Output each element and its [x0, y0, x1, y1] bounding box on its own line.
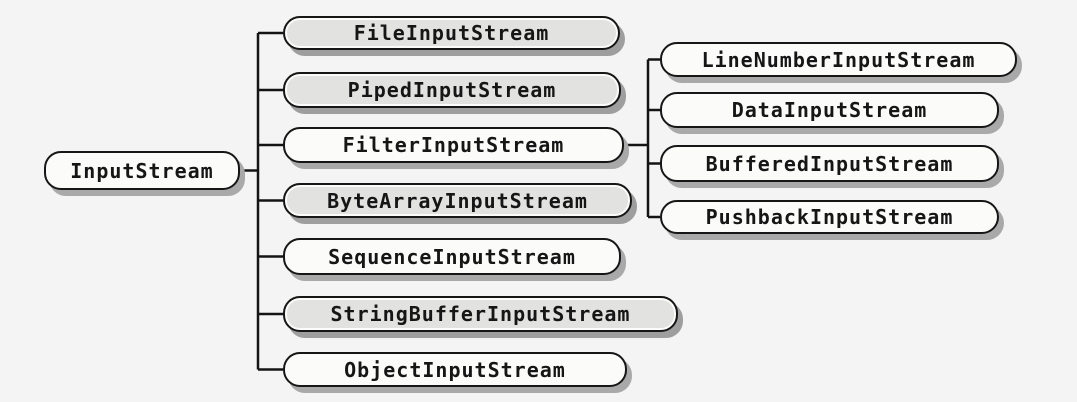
- node-label: InputStream: [70, 158, 214, 183]
- node-label: ByteArrayInputStream: [327, 188, 588, 213]
- node-pushbackinputstream: PushbackInputStream: [660, 200, 999, 234]
- node-filterinputstream: FilterInputStream: [283, 127, 624, 163]
- node-linenumberinputstream: LineNumberInputStream: [660, 42, 1017, 77]
- node-label: ObjectInputStream: [344, 357, 566, 382]
- node-label: DataInputStream: [731, 98, 928, 122]
- node-label: PushbackInputStream: [705, 205, 954, 229]
- node-sequenceinputstream: SequenceInputStream: [283, 238, 621, 275]
- right-stubs: [648, 58, 660, 219]
- node-label: SequenceInputStream: [328, 244, 576, 269]
- node-label: PipedInputStream: [347, 78, 557, 102]
- node-fileinputstream: FileInputStream: [283, 16, 620, 50]
- node-label: StringBufferInputStream: [330, 302, 631, 326]
- node-stringbufferinputstream: StringBufferInputStream: [283, 296, 678, 332]
- node-label: FilterInputStream: [342, 133, 565, 157]
- node-label: FileInputStream: [353, 21, 550, 45]
- node-pipedinputstream: PipedInputStream: [283, 72, 621, 108]
- node-label: BufferedInputStream: [705, 151, 954, 176]
- node-inputstream: InputStream: [44, 151, 240, 190]
- node-bytearrayinputstream: ByteArrayInputStream: [283, 183, 632, 218]
- node-bufferedinputstream: BufferedInputStream: [660, 145, 999, 182]
- node-datainputstream: DataInputStream: [660, 92, 999, 128]
- node-objectinputstream: ObjectInputStream: [283, 352, 627, 387]
- node-label: LineNumberInputStream: [701, 47, 976, 72]
- left-stubs: [258, 31, 283, 371]
